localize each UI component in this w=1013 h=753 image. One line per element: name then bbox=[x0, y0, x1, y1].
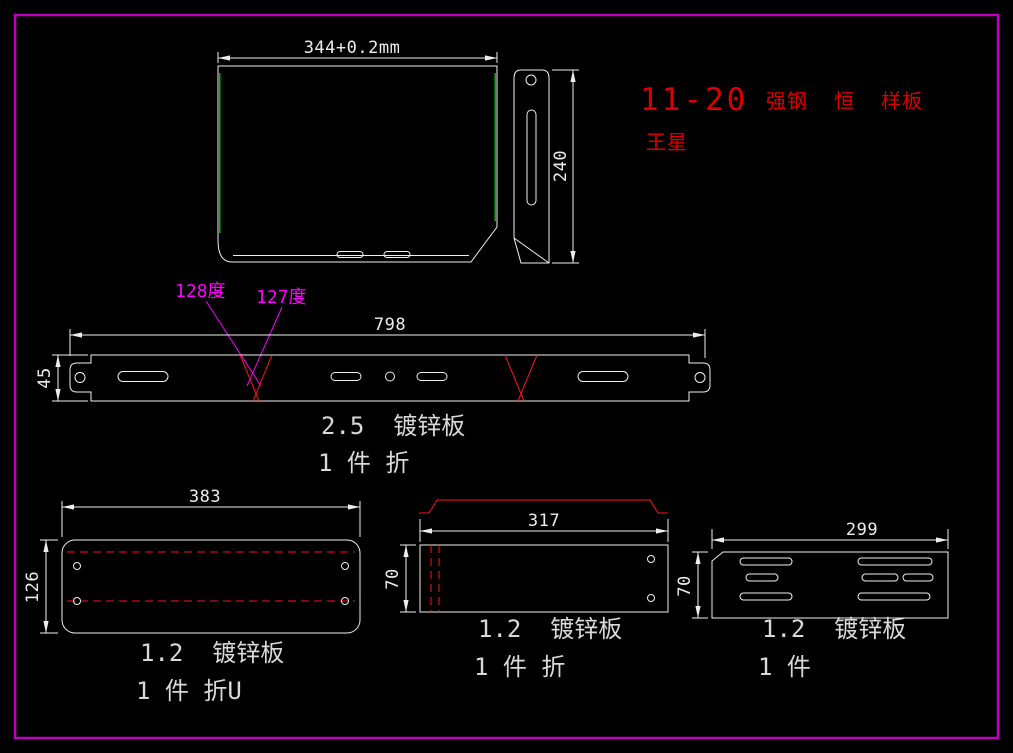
bar-angle-left-label: 128度 bbox=[175, 281, 226, 302]
u-plate-hole bbox=[73, 597, 81, 605]
right-plate-material-label: 1.2 镀锌板 bbox=[762, 615, 906, 643]
mid-plate-hole bbox=[647, 594, 655, 602]
bar-outline bbox=[69, 354, 711, 402]
right-plate-height-dim-text: 70 bbox=[675, 575, 695, 596]
dim-u-plate-height: 126 bbox=[23, 539, 58, 634]
bar-slot bbox=[416, 372, 448, 381]
bar-length-dim-text: 798 bbox=[374, 315, 406, 335]
right-plate-width-dim-text: 299 bbox=[846, 520, 878, 540]
bar-bend-line bbox=[517, 354, 538, 402]
bar-right-tab-hole bbox=[694, 372, 706, 383]
mid-plate-qty-label: 1 件 折 bbox=[474, 653, 565, 681]
mid-plate-flange-profile bbox=[419, 499, 668, 514]
bar-material-label: 2.5 镀锌板 bbox=[321, 412, 465, 440]
view-long-bar: 128度 127度 798 45 2.5 镀锌板 1 件 折 bbox=[35, 281, 711, 477]
right-plate-outline bbox=[711, 551, 949, 619]
u-plate-height-dim-text: 126 bbox=[23, 571, 43, 603]
right-plate-slot bbox=[902, 573, 934, 582]
u-plate-hole bbox=[341, 597, 349, 605]
bar-angle-right-label: 127度 bbox=[256, 287, 307, 308]
bracket-slot bbox=[526, 109, 537, 206]
title-author-text: 王星 bbox=[646, 130, 688, 154]
bracket-height-dim-text: 240 bbox=[551, 150, 571, 182]
mid-plate-outline bbox=[419, 544, 669, 613]
bar-height-dim-text: 45 bbox=[35, 367, 55, 388]
dim-right-plate-width: 299 bbox=[711, 520, 949, 549]
dim-right-plate-height: 70 bbox=[675, 551, 708, 619]
bracket-fold-line bbox=[513, 237, 550, 264]
right-plate-slot bbox=[861, 573, 899, 582]
u-plate-qty-label: 1 件 折U bbox=[136, 677, 242, 705]
bar-qty-label: 1 件 折 bbox=[318, 449, 409, 477]
angle-leader-line bbox=[246, 306, 283, 387]
dim-panel-width: 344+0.2mm bbox=[217, 38, 498, 63]
mid-plate-height-dim-text: 70 bbox=[383, 568, 403, 589]
bar-slot bbox=[117, 371, 169, 382]
bar-slot bbox=[577, 371, 629, 382]
title-tags-text: 强钢 恒 样板 bbox=[766, 89, 923, 113]
bracket-outline bbox=[513, 69, 550, 264]
panel-slot bbox=[383, 251, 411, 258]
title-block: 11-20 强钢 恒 样板 王星 bbox=[640, 82, 923, 154]
bar-bend-line bbox=[252, 354, 273, 402]
right-plate-slot bbox=[739, 557, 793, 566]
right-plate-slot bbox=[745, 573, 779, 582]
mid-plate-hole bbox=[647, 555, 655, 563]
dim-mid-plate-height: 70 bbox=[383, 544, 416, 613]
dim-mid-plate-width: 317 bbox=[419, 511, 669, 542]
u-plate-outline bbox=[61, 539, 361, 634]
right-plate-slot bbox=[739, 592, 793, 601]
dim-bar-length: 798 bbox=[69, 315, 706, 358]
u-plate-hole bbox=[73, 562, 81, 570]
u-plate-width-dim-text: 383 bbox=[189, 487, 221, 507]
dim-bracket-height: 240 bbox=[551, 69, 579, 264]
dim-bar-height: 45 bbox=[35, 354, 88, 402]
bar-hole bbox=[385, 371, 395, 382]
view-top-panel: 344+0.2mm bbox=[217, 38, 498, 263]
view-u-plate: 383 126 1.2 镀锌板 1 件 折U bbox=[23, 487, 361, 705]
view-right-plate: 299 70 1.2 镀锌板 1 件 bbox=[675, 520, 949, 681]
right-plate-qty-label: 1 件 bbox=[758, 653, 811, 681]
panel-outline bbox=[217, 65, 498, 263]
bracket-hole bbox=[525, 74, 537, 86]
title-code-text: 11-20 bbox=[640, 82, 748, 118]
panel-slot bbox=[336, 251, 364, 258]
bar-left-tab-hole bbox=[74, 372, 86, 383]
view-side-bracket: 240 bbox=[513, 69, 579, 264]
mid-plate-material-label: 1.2 镀锌板 bbox=[478, 615, 622, 643]
panel-width-dim-text: 344+0.2mm bbox=[304, 38, 401, 58]
angle-leader-line bbox=[205, 300, 262, 387]
u-plate-hole bbox=[341, 562, 349, 570]
right-plate-slot bbox=[857, 592, 931, 601]
dim-u-plate-width: 383 bbox=[61, 487, 361, 537]
bar-slot bbox=[330, 372, 362, 381]
sheet-frame bbox=[13, 13, 1000, 740]
u-plate-material-label: 1.2 镀锌板 bbox=[140, 639, 284, 667]
view-mid-plate: 317 70 1.2 镀锌板 1 件 折 bbox=[383, 499, 669, 681]
right-plate-slot bbox=[857, 557, 933, 566]
mid-plate-width-dim-text: 317 bbox=[528, 511, 560, 531]
